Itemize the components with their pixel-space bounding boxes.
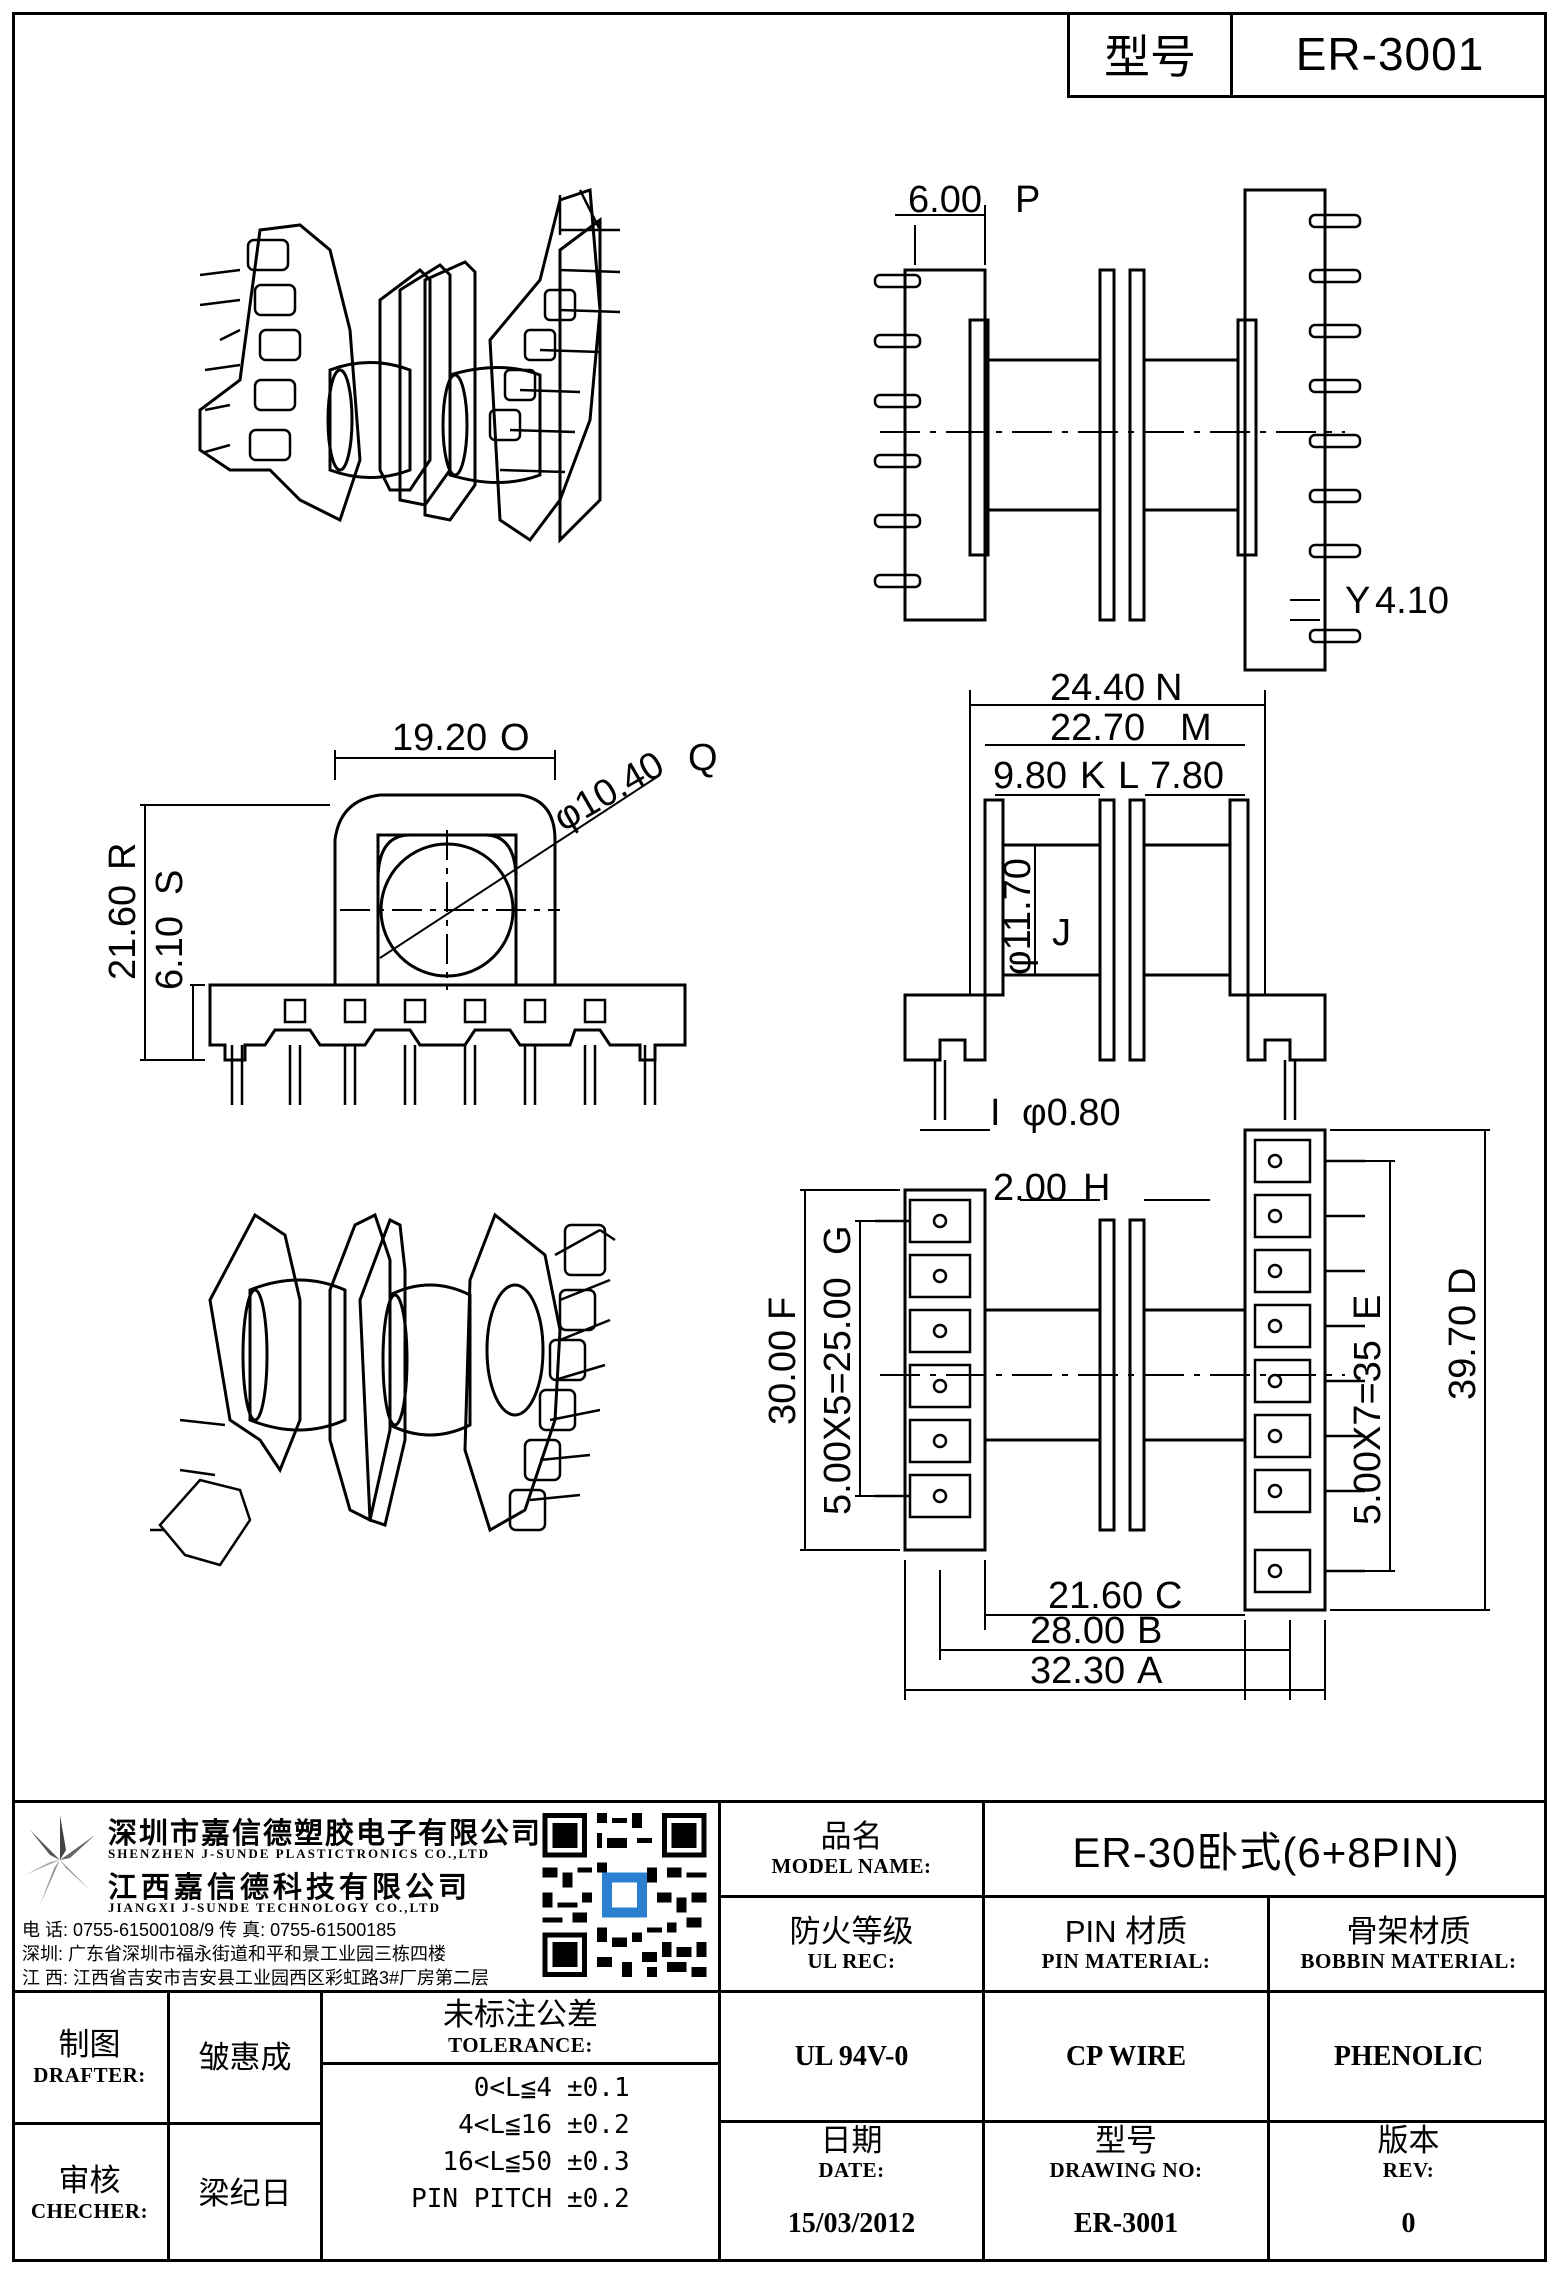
bobbin-material-value: PHENOLIC (1333, 2040, 1484, 2072)
pin-material-label: PIN 材质 PIN MATERIAL: (1041, 1913, 1211, 1974)
company-address-sz: 深圳: 广东省深圳市福永街道和平和景工业园三栋四楼 (22, 1944, 446, 1964)
bottom-view (800, 1128, 1490, 1700)
ul-rec-label: 防火等级 UL REC: (789, 1913, 914, 1974)
technical-drawing: 6.00 P 4.10 Y 19.20 O φ10.40 Q 21.60 R 6… (102, 179, 1490, 1700)
company-address-jx: 江 西: 江西省吉安市吉安县工业园西区彩虹路3#厂房第二层 (22, 1968, 490, 1988)
drawing-no-label: 型号 DRAWING NO: (1049, 2122, 1203, 2183)
company-name-cn-1: 深圳市嘉信德塑胶电子有限公司 (108, 1818, 543, 1850)
tag-d: D (1442, 1268, 1484, 1295)
checker-label: 审核 CHECHER: (30, 2163, 149, 2223)
rev-value: 0 (1401, 2207, 1416, 2239)
dim-6-10: 6.10 (149, 916, 191, 990)
company-logo (25, 1815, 95, 1905)
dim-5x7-35: 5.00X7=35 (1347, 1340, 1389, 1525)
qr-code-icon (537, 1808, 712, 1982)
bobbin-material-label: 骨架材质 BOBBIN MATERIAL: (1300, 1913, 1517, 1974)
tol-value-4: ±0.2 (567, 2184, 630, 2214)
checker-value: 梁纪日 (198, 2175, 292, 2211)
drawing-frame (12, 12, 1547, 2262)
dim-19-20: 19.20 (392, 717, 487, 759)
dim-24-40: 24.40 (1050, 667, 1145, 709)
dim-2-00: 2.00 (993, 1167, 1067, 1209)
model-name-value: ER-30卧式(6+8PIN) (1072, 1828, 1460, 1876)
company-info: 深圳市嘉信德塑胶电子有限公司 SHENZHEN J-SUNDE PLASTICT… (12, 1800, 720, 1990)
tag-l: L (1118, 755, 1139, 797)
iso-view-bottom (150, 1212, 616, 1567)
pin-material-value: CP WIRE (1065, 2040, 1187, 2072)
model-name-label: 品名 MODEL NAME: (771, 1818, 932, 1879)
dim-phi-10-40: φ10.40 (547, 744, 672, 840)
dim-28-00: 28.00 (1030, 1610, 1125, 1652)
tol-range-2: 4<L≦16 (458, 2110, 552, 2140)
dim-30-00: 30.00 (762, 1330, 804, 1425)
tag-s: S (149, 870, 191, 895)
tol-value-3: ±0.3 (567, 2147, 630, 2177)
ul-rec-value: UL 94V-0 (794, 2040, 909, 2072)
tag-k: K (1080, 755, 1105, 797)
tag-n: N (1155, 667, 1182, 709)
rev-label: 版本 REV: (1377, 2122, 1440, 2183)
date-value: 15/03/2012 (787, 2207, 916, 2239)
tag-f: F (762, 1297, 804, 1320)
iso-view-top (198, 187, 621, 544)
tag-g: G (817, 1225, 859, 1255)
dim-39-70: 39.70 (1442, 1305, 1484, 1400)
tag-m: M (1180, 707, 1212, 749)
header-model-value: ER-3001 (1295, 27, 1485, 80)
drawing-no-value: ER-3001 (1073, 2207, 1179, 2239)
drafter-value: 皱惠成 (198, 2039, 292, 2075)
tol-range-4: PIN PITCH (411, 2184, 552, 2214)
dim-7-80: 7.80 (1150, 755, 1224, 797)
tol-range-3: 16<L≦50 (442, 2147, 552, 2177)
date-label: 日期 DATE: (818, 2122, 885, 2183)
tol-range-1: 0<L≦4 (473, 2073, 552, 2103)
tag-c: C (1155, 1575, 1182, 1617)
title-block: 深圳市嘉信德塑胶电子有限公司 SHENZHEN J-SUNDE PLASTICT… (12, 1800, 1547, 2262)
dim-32-30: 32.30 (1030, 1650, 1125, 1692)
tag-e: E (1347, 1295, 1389, 1320)
dim-21-60-c: 21.60 (1048, 1575, 1143, 1617)
tag-b: B (1137, 1610, 1162, 1652)
tag-p: P (1015, 179, 1040, 221)
front-view (140, 750, 687, 1105)
tag-r: R (102, 843, 144, 870)
tag-q: Q (688, 737, 718, 779)
header-model-label: 型号 (1070, 12, 1233, 95)
tag-y: Y (1345, 580, 1370, 622)
company-contact: 电 话: 0755-61500108/9 传 真: 0755-61500185 (22, 1920, 397, 1940)
tolerance-label: 未标注公差 TOLERANCE: (443, 1997, 598, 2057)
dim-22-70: 22.70 (1050, 707, 1145, 749)
tag-a: A (1137, 1650, 1163, 1692)
drafter-label: 制图 DRAFTER: (33, 2027, 146, 2087)
header-model-box: 型号 ER-3001 (1067, 12, 1547, 98)
tol-value-2: ±0.2 (567, 2110, 630, 2140)
dim-5x5-25: 5.00X5=25.00 (817, 1277, 859, 1515)
dim-21-60-r: 21.60 (102, 885, 144, 980)
tol-value-1: ±0.1 (567, 2073, 630, 2103)
company-name-cn-2: 江西嘉信德科技有限公司 (108, 1872, 472, 1904)
dim-phi-11-70: φ11.70 (997, 858, 1039, 975)
dim-phi-0-80: φ0.80 (1022, 1092, 1121, 1134)
tag-o: O (500, 717, 530, 759)
company-name-en-1: SHENZHEN J-SUNDE PLASTICTRONICS CO.,LTD (108, 1846, 491, 1861)
tag-j: J (1052, 912, 1071, 954)
dim-4-10: 4.10 (1375, 580, 1449, 622)
top-view (903, 690, 1327, 1131)
company-name-en-2: JIANGXI J-SUNDE TECHNOLOGY CO.,LTD (108, 1900, 441, 1915)
side-view (873, 188, 1362, 672)
dim-9-80: 9.80 (993, 755, 1067, 797)
tag-i: I (990, 1092, 1001, 1134)
tag-h: H (1083, 1167, 1110, 1209)
dim-6-00: 6.00 (908, 179, 982, 221)
